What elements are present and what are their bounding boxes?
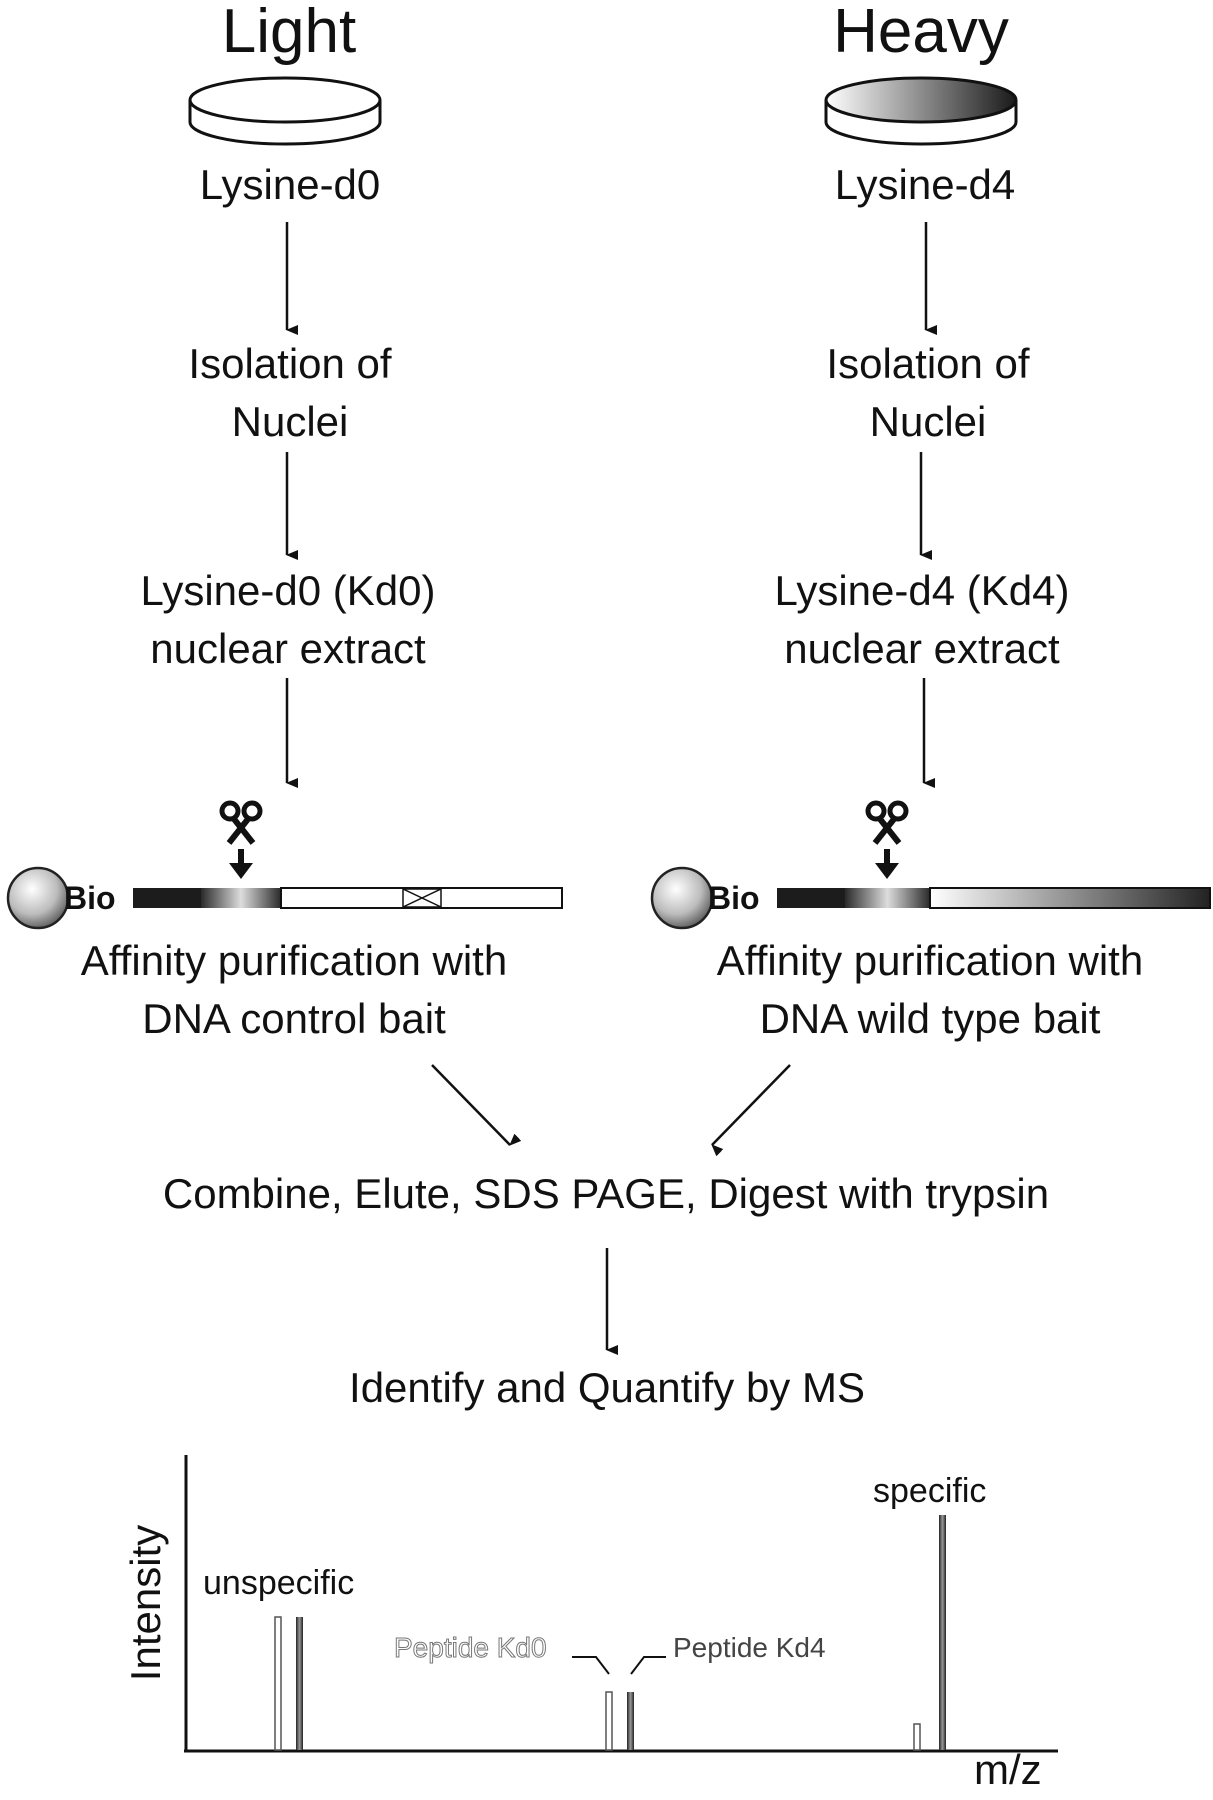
light-purification-step: Affinity purification with DNA control b…: [81, 932, 507, 1048]
control-bait-construct: Bio: [6, 866, 563, 930]
arrow-heavy-merge: [711, 1064, 791, 1157]
peak-specific-kd4: [939, 1515, 946, 1750]
heavy-extract-line1: Lysine-d4 (Kd4): [774, 567, 1070, 614]
peak-unspecific-kd4: [296, 1617, 303, 1750]
light-isolation-line2: Nuclei: [231, 398, 349, 445]
peptide-kd4-leader: [630, 1656, 666, 1675]
heavy-dish-icon: [824, 76, 1018, 146]
heavy-bio-label: Bio: [708, 880, 760, 916]
combine-step: Combine, Elute, SDS PAGE, Digest with tr…: [162, 1170, 1050, 1217]
light-extract-line1: Lysine-d0 (Kd0): [140, 567, 436, 614]
specific-label: specific: [873, 1472, 987, 1510]
peak-peptide-kd0: [605, 1691, 613, 1751]
wildtype-bait-construct: Bio: [650, 866, 1211, 930]
light-dish-icon: [188, 76, 382, 146]
light-extract-line2: nuclear extract: [150, 625, 426, 672]
light-purification-line2: DNA control bait: [142, 995, 446, 1042]
heavy-bead-icon: [650, 866, 714, 930]
light-bead-icon: [6, 866, 70, 930]
heavy-purification-line1: Affinity purification with: [716, 937, 1144, 984]
light-title: Light: [221, 0, 357, 66]
heavy-isolation-step: Isolation of Nuclei: [826, 335, 1029, 451]
light-scissors-icon: [219, 800, 263, 879]
heavy-isolation-line1: Isolation of: [826, 340, 1030, 387]
unspecific-label: unspecific: [203, 1564, 355, 1602]
heavy-isolation-line2: Nuclei: [869, 398, 987, 445]
heavy-title: Heavy: [833, 0, 1009, 66]
spectrum-axes: [184, 1455, 1058, 1753]
heavy-extract-line2: nuclear extract: [784, 625, 1060, 672]
arrow-light-merge: [431, 1064, 522, 1146]
peptide-kd4-label: Peptide Kd4: [673, 1632, 826, 1663]
heavy-lysine-label: Lysine-d4: [834, 161, 1016, 208]
spectrum-y-label: Intensity: [122, 1524, 169, 1682]
light-lysine-label: Lysine-d0: [199, 161, 381, 208]
light-extract-step: Lysine-d0 (Kd0) nuclear extract: [141, 562, 436, 678]
peptide-kd0-label: Peptide Kd0: [394, 1632, 548, 1664]
ms-step: Identify and Quantify by MS: [349, 1364, 865, 1411]
heavy-scissors-icon: [865, 800, 909, 879]
peak-peptide-kd4: [627, 1692, 634, 1750]
spectrum-x-label: m/z: [974, 1746, 1042, 1793]
light-isolation-step: Isolation of Nuclei: [188, 335, 391, 451]
light-isolation-line1: Isolation of: [188, 340, 392, 387]
heavy-extract-step: Lysine-d4 (Kd4) nuclear extract: [775, 562, 1070, 678]
heavy-purification-line2: DNA wild type bait: [759, 995, 1101, 1042]
peak-specific-kd0: [913, 1723, 921, 1751]
light-bio-label: Bio: [64, 880, 116, 916]
peak-unspecific-kd0: [274, 1616, 282, 1751]
peptide-kd0-leader: [572, 1656, 610, 1675]
heavy-purification-step: Affinity purification with DNA wild type…: [717, 932, 1143, 1048]
light-purification-line1: Affinity purification with: [80, 937, 508, 984]
